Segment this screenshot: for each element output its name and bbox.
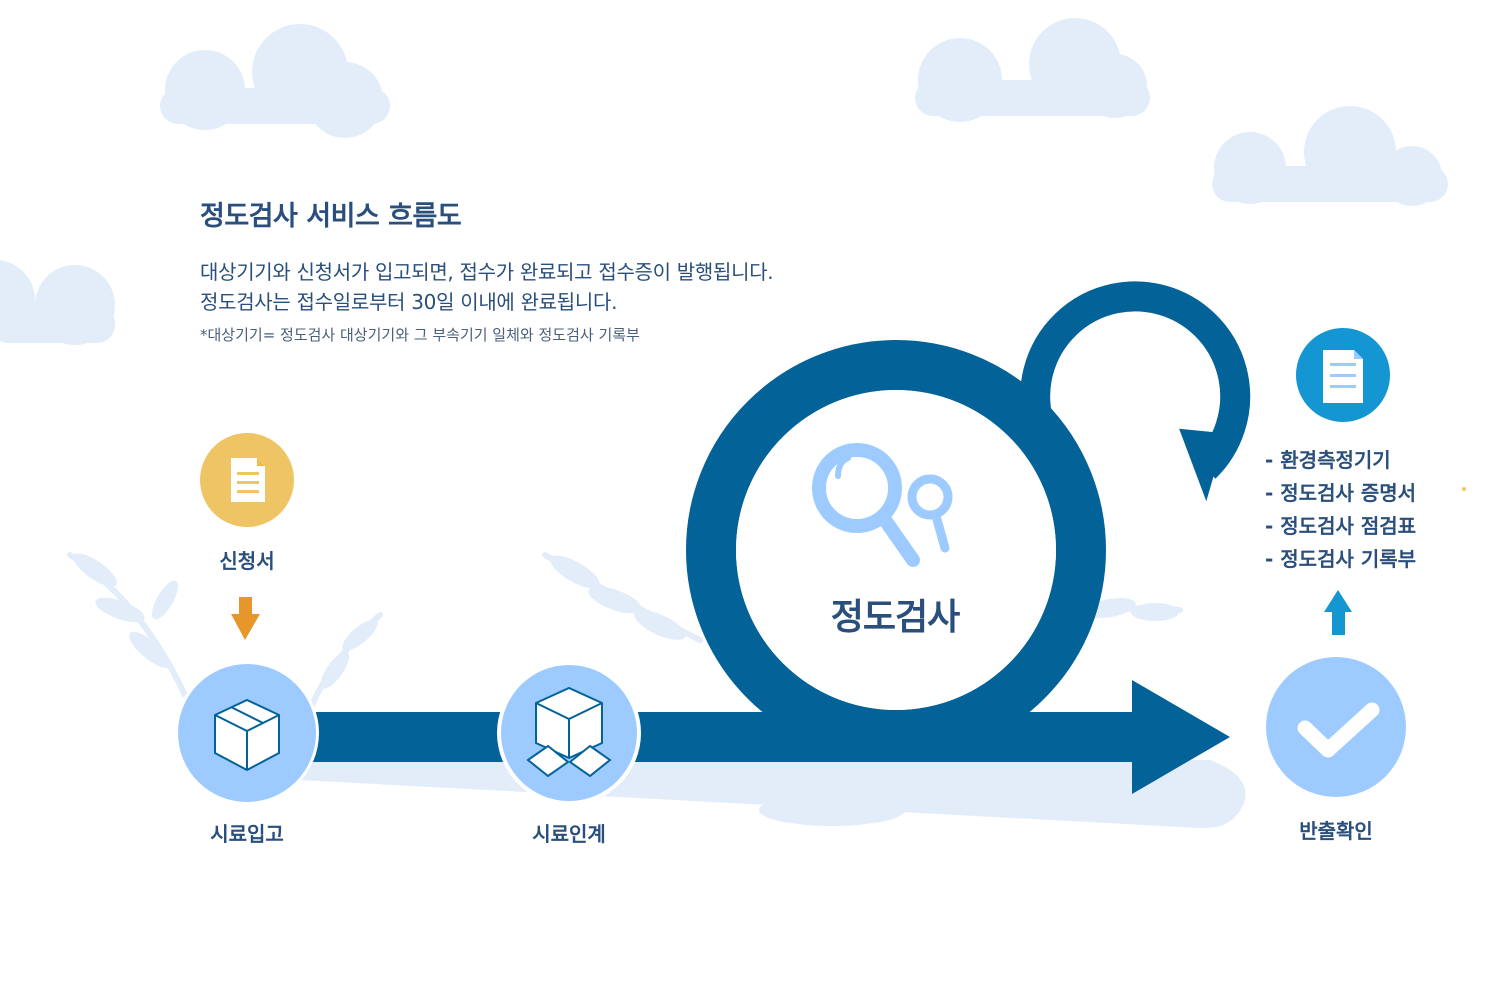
main-flow-line	[300, 712, 1140, 762]
checkmark-icon	[1266, 657, 1406, 797]
cloud-top-center	[915, 18, 1150, 122]
arrow-down-icon	[231, 597, 260, 640]
background-clouds	[0, 18, 1448, 826]
output-item: - 정도검사 증명서	[1265, 481, 1417, 505]
center-step-label: 정도검사	[830, 597, 960, 638]
boxes-icon	[497, 661, 641, 805]
loop-note-line-2: 결제안내	[1106, 393, 1154, 408]
cloud-left-edge	[0, 260, 115, 345]
loop-note-line-1: *완료통보 및	[1094, 375, 1166, 390]
output-document-icon	[1296, 328, 1390, 422]
output-list: - 환경측정기기 - 정도검사 증명서 - 정도검사 점검표 - 정도검사 기록…	[1265, 445, 1416, 577]
output-item: - 정도검사 기록부	[1265, 547, 1417, 571]
application-document-icon	[200, 433, 294, 527]
application-label: 신청서	[219, 549, 275, 573]
final-step-label: 반출확인	[1299, 819, 1373, 843]
description-line-2: 정도검사는 접수일로부터 30일 이내에 완료됩니다.	[200, 290, 618, 314]
cloud-top-left	[160, 24, 390, 138]
description-line-1: 대상기기와 신청서가 입고되면, 접수가 완료되고 접수증이 발행됩니다.	[200, 260, 774, 284]
decorative-dot	[1462, 487, 1466, 491]
loop-arrowhead	[1179, 428, 1226, 502]
step-1-label: 시료입고	[210, 822, 284, 846]
footnote: *대상기기= 정도검사 대상기기와 그 부속기기 일체와 정도검사 기록부	[200, 326, 640, 344]
inspection-ring-inner	[736, 390, 1056, 710]
cloud-top-right	[1212, 106, 1448, 206]
output-item: - 환경측정기기	[1265, 448, 1391, 472]
loop-note: *완료통보 및 결제안내	[1070, 374, 1190, 410]
output-item: - 정도검사 점검표	[1265, 514, 1417, 538]
page-title: 정도검사 서비스 흐름도	[200, 201, 462, 232]
magnifier-icon	[812, 443, 953, 567]
loop-arrow	[1020, 281, 1251, 479]
main-flow-arrowhead	[1132, 680, 1230, 794]
arrow-up-icon	[1324, 590, 1352, 635]
box-icon	[175, 661, 319, 805]
step-2-label: 시료인계	[532, 822, 606, 846]
